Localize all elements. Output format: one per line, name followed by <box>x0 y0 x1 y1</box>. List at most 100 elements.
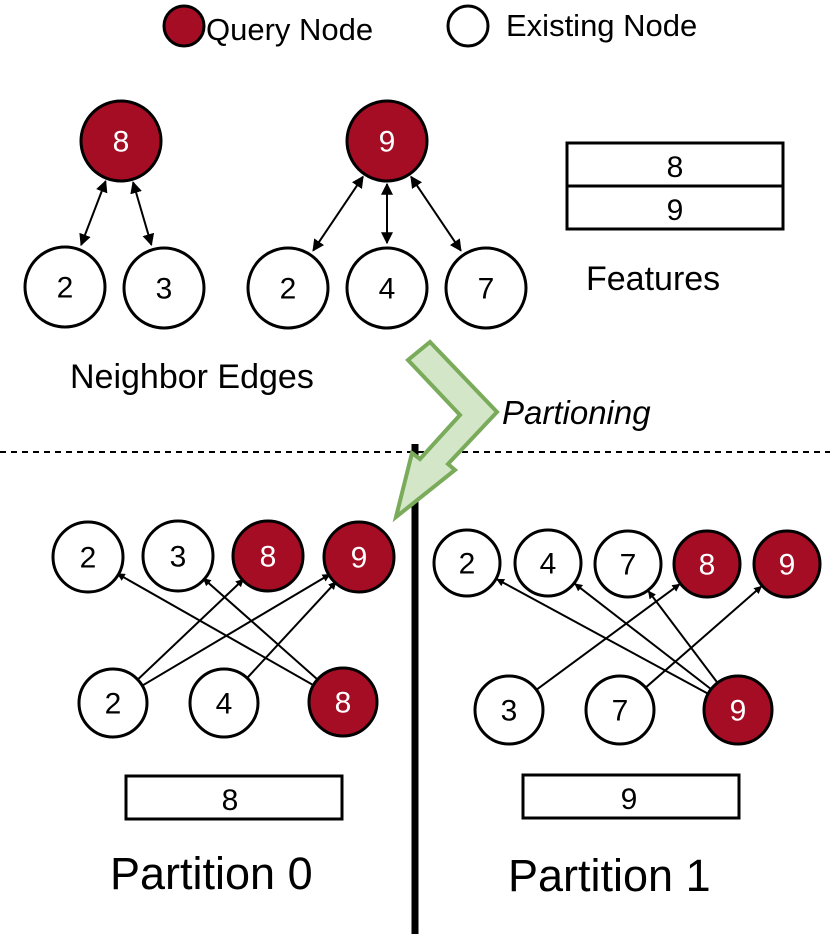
partition-0-bottom-node-8-label: 8 <box>335 687 352 720</box>
graph-a-neighbor-node-3-circle <box>122 246 206 330</box>
legend-existing-swatch <box>446 4 490 48</box>
partition-1-edge-3-to-8 <box>522 583 681 701</box>
legend-query-swatch <box>162 4 206 48</box>
partition-1-bottom-node-7: 7 <box>584 674 656 746</box>
partition-0-bottom-node-4-circle <box>188 667 260 739</box>
partition-0-title: Partition 0 <box>110 848 313 899</box>
partition-1-top-node-9: 9 <box>752 529 822 599</box>
partition-1-bottom-node-9-label: 9 <box>730 695 747 728</box>
partition-1-bottom-node-3-circle <box>473 674 545 746</box>
partition-1-bottom-node-9-circle <box>702 674 774 746</box>
partition-0-bottom-node-2-circle <box>77 667 149 739</box>
partition-1-bottom-node-3: 3 <box>473 674 545 746</box>
partition-0-edge-2-to-9 <box>127 573 331 695</box>
graph-b-neighbor-node-2-circle <box>246 246 330 330</box>
legend-query-label: Query Node <box>206 12 373 47</box>
partitioning-label: Partioning <box>502 394 651 431</box>
partition-1-feature-text: 9 <box>621 783 638 816</box>
features-row-1 <box>565 184 785 231</box>
partition-0-top-node-8-circle <box>231 519 305 593</box>
legend: Query Node Existing Node <box>162 4 697 48</box>
neighbor-edges-label: Neighbor Edges <box>70 358 314 396</box>
partition-0-edge-2-to-8 <box>125 578 245 692</box>
partition-0-feature-text: 8 <box>222 784 239 817</box>
partition-1-top-node-4-label: 4 <box>540 548 557 581</box>
partition-0-top-node-9-label: 9 <box>351 542 368 575</box>
partition-0-bottom-node-2-label: 2 <box>105 688 122 721</box>
partition-1-top-node-8: 8 <box>672 529 742 599</box>
graph-a-center-node: 8 <box>79 99 163 183</box>
partition-1-edge-9-to-7 <box>647 590 728 697</box>
graph-b-neighbor-node-7-label: 7 <box>478 273 495 306</box>
graph-b-edge-2 <box>312 175 364 252</box>
partition-1-top-node-9-circle <box>752 529 822 599</box>
partition-1: 2 4 7 8 9 3 7 9 9 Partition 1 <box>432 528 822 901</box>
partition-0-top-node-3-circle <box>141 519 215 593</box>
graph-b-neighbor-node-7-circle <box>444 246 528 330</box>
partition-1-bottom-node-9: 9 <box>702 674 774 746</box>
partition-1-top-node-4: 4 <box>513 528 583 598</box>
partition-0-bottom-node-8-circle <box>307 666 379 738</box>
partition-1-top-node-4-circle <box>513 528 583 598</box>
graph-a-center-node-circle <box>79 99 163 183</box>
legend-existing-label: Existing Node <box>506 8 697 43</box>
partition-0-top-node-3-label: 3 <box>170 541 187 574</box>
partition-1-bottom-node-3-label: 3 <box>501 695 518 728</box>
graph-b-center-node-circle <box>345 99 429 183</box>
graph-b-center-node-label: 9 <box>379 126 396 159</box>
partition-1-top-node-9-label: 9 <box>779 549 796 582</box>
partition-1-top-node-2-label: 2 <box>459 548 476 581</box>
partition-0-top-node-8-label: 8 <box>260 541 277 574</box>
partition-0-edge-4-to-9 <box>235 581 337 691</box>
partition-0-top-node-3: 3 <box>141 519 215 593</box>
graph-a-neighbor-node-2-circle <box>23 245 107 329</box>
graph-a-neighbor-node-2-label: 2 <box>57 272 74 305</box>
graph-b-neighbor-node-7: 7 <box>444 246 528 330</box>
partition-1-edge-9-to-4 <box>574 583 725 700</box>
features-label: Features <box>586 260 720 298</box>
partition-0-top-node-2-circle <box>51 520 125 594</box>
partition-1-edge-9-to-2 <box>496 578 723 703</box>
partition-0-bottom-node-4-label: 4 <box>216 688 233 721</box>
partition-1-feature-box <box>521 773 741 820</box>
partition-1-top-node-2: 2 <box>432 528 502 598</box>
features-row-1-text: 9 <box>667 194 684 227</box>
graph-b-neighbor-node-4-circle <box>345 246 429 330</box>
features-row-0-text: 8 <box>667 151 684 184</box>
partition-0-top-node-8: 8 <box>231 519 305 593</box>
graph-b-edge-7 <box>410 175 462 252</box>
partition-0-bottom-node-4: 4 <box>188 667 260 739</box>
partition-1-top-node-2-circle <box>432 528 502 598</box>
graph-b-neighbor-node-2: 2 <box>246 246 330 330</box>
partition-1-top-node-8-label: 8 <box>699 549 716 582</box>
partition-1-edge-7-to-9 <box>632 585 763 699</box>
partition-0-feature-box <box>124 774 344 821</box>
partition-0-top-node-9-circle <box>322 520 396 594</box>
partition-1-bottom-node-7-label: 7 <box>612 695 629 728</box>
partition-1-top-node-8-circle <box>672 529 742 599</box>
graph-b-center-node: 9 <box>345 99 429 183</box>
partition-1-title: Partition 1 <box>508 850 711 901</box>
graph-a-neighbor-node-2: 2 <box>23 245 107 329</box>
partition-0-bottom-node-8: 8 <box>307 666 379 738</box>
graph-a-neighbor-node-3-label: 3 <box>156 273 173 306</box>
graph-a-edge-3 <box>130 181 155 246</box>
partition-0-top-node-9: 9 <box>322 520 396 594</box>
graph-a-neighbor-node-3: 3 <box>122 246 206 330</box>
partition-0: 2 3 8 9 2 4 8 8 Partition 0 <box>51 519 396 899</box>
graph-b-neighbor-node-4: 4 <box>345 246 429 330</box>
features-table: 8 9 Features <box>565 141 785 298</box>
partitioning-arrow <box>392 339 500 523</box>
partition-0-edge-8-to-2 <box>116 572 328 694</box>
partition-0-top-node-2-label: 2 <box>80 542 97 575</box>
top-edges <box>79 175 462 252</box>
partition-1-bottom-node-7-circle <box>584 674 656 746</box>
partition-1-nodes: 2 4 7 8 9 3 7 9 <box>432 528 822 746</box>
partition-1-edges <box>496 578 763 703</box>
partition-0-edges <box>116 572 337 695</box>
partition-1-top-node-7-circle <box>593 529 663 599</box>
partition-1-top-node-7-label: 7 <box>620 549 637 582</box>
